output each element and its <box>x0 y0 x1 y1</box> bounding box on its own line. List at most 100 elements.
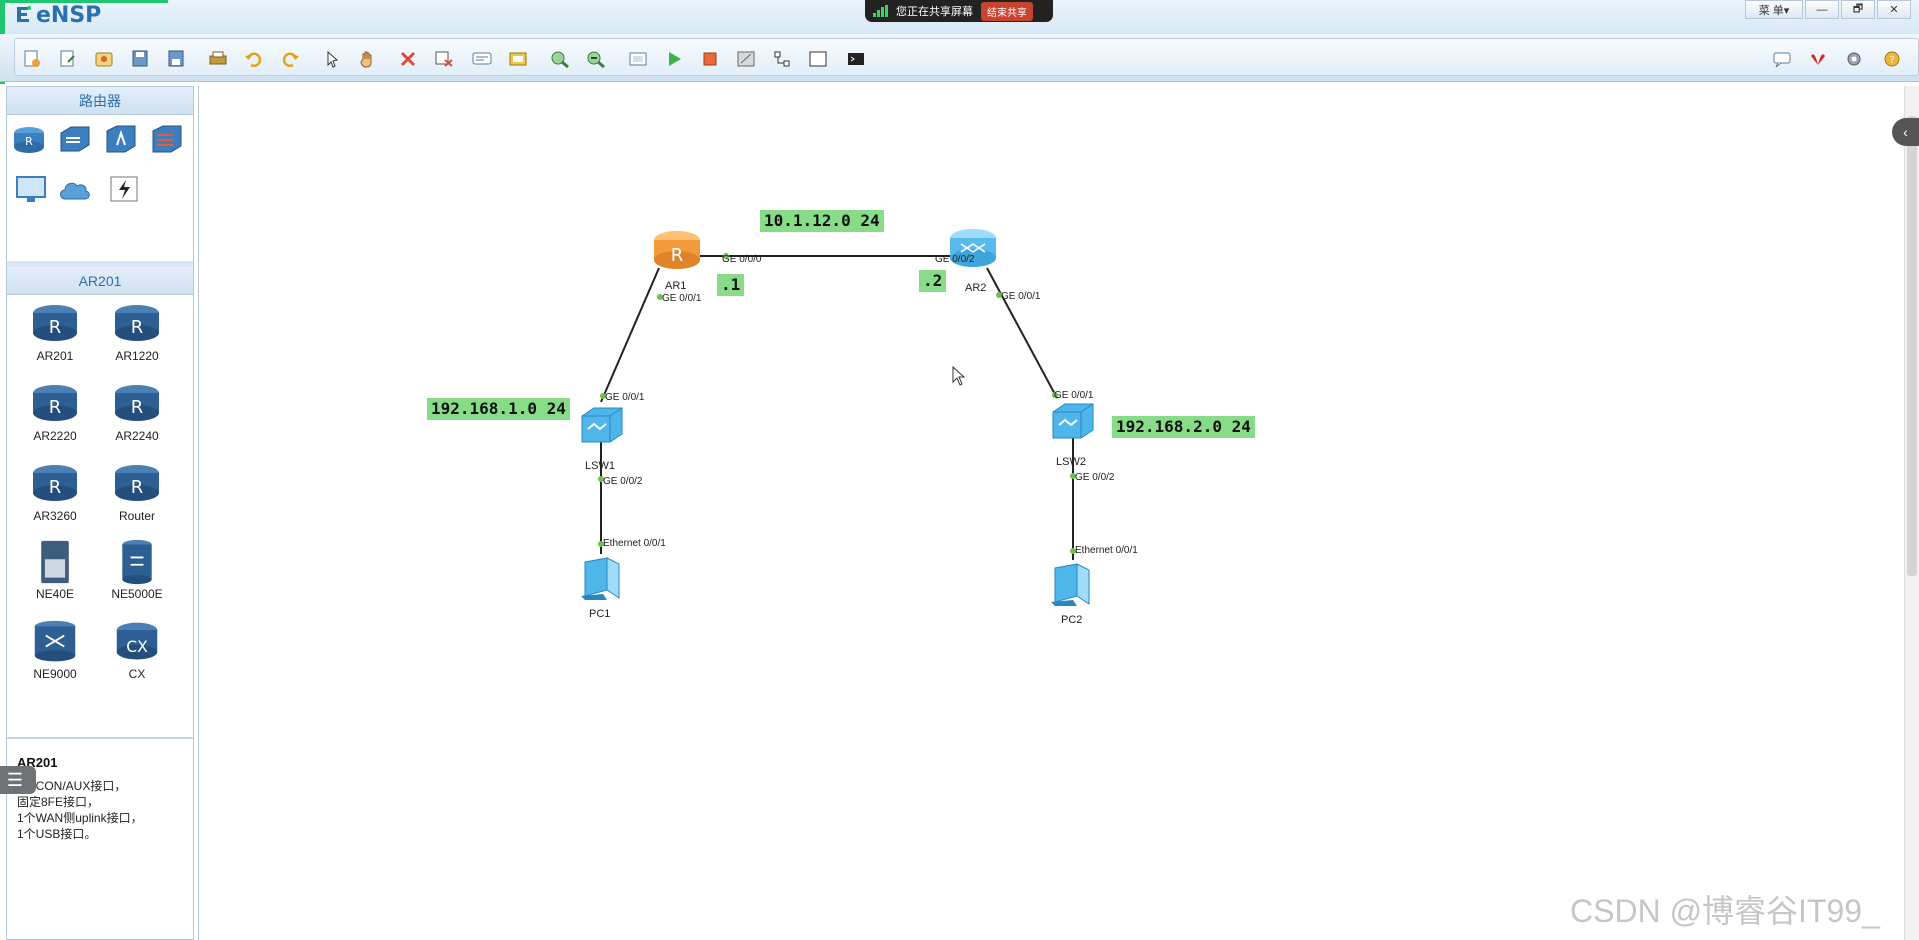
scrollbar-thumb[interactable] <box>1907 116 1917 576</box>
menu-button[interactable]: 菜 单▾ <box>1745 0 1803 19</box>
device-ne5000e[interactable]: NE5000E <box>95 539 179 615</box>
new-topology-icon[interactable] <box>21 49 43 69</box>
ip-label-ar1[interactable]: .1 <box>717 274 745 296</box>
switch-lsw1-icon[interactable] <box>578 404 626 453</box>
share-highlight-border-top <box>0 0 168 3</box>
device-cx[interactable]: CX CX <box>95 619 179 695</box>
device-ar2240[interactable]: R AR2240 <box>95 381 179 457</box>
text-note-icon[interactable] <box>471 49 493 69</box>
port-label: GE 0/0/1 <box>1001 291 1041 302</box>
redo-icon[interactable] <box>279 49 301 69</box>
lsw1-label: LSW1 <box>585 460 615 472</box>
huawei-icon[interactable] <box>1807 49 1829 69</box>
network-label-lan1[interactable]: 192.168.1.0 24 <box>427 398 570 420</box>
topology-canvas[interactable]: R AR1 AR2 LSW1 LSW2 PC1 PC2 10.1.12.0 24… <box>198 86 1904 940</box>
display-grid-icon[interactable] <box>807 49 829 69</box>
device-info-panel: AR201 1个CON/AUX接口， 固定8FE接口， 1个WAN侧uplink… <box>7 737 193 939</box>
ensp-logo-icon <box>17 6 31 22</box>
vertical-scrollbar[interactable] <box>1904 86 1919 940</box>
device-label: NE9000 <box>33 667 77 681</box>
port-label: GE 0/0/2 <box>935 254 975 265</box>
pc2-label: PC2 <box>1061 614 1083 626</box>
other-devices-icon[interactable] <box>107 173 143 207</box>
device-info-line: 1个WAN侧uplink接口， <box>17 811 143 825</box>
device-ne9000[interactable]: NE9000 <box>13 619 97 695</box>
port-label: GE 0/0/1 <box>662 293 702 304</box>
link-ar2-lsw2[interactable] <box>986 267 1058 399</box>
delete-connection-icon[interactable] <box>433 49 455 69</box>
end-share-button[interactable]: 结束共享 <box>981 1 1033 21</box>
pc1-icon[interactable] <box>577 556 627 609</box>
start-device-icon[interactable] <box>663 49 685 69</box>
port-label: Ethernet 0/0/1 <box>1075 545 1138 556</box>
network-label-lan2[interactable]: 192.168.2.0 24 <box>1112 416 1255 438</box>
wlan-category-icon[interactable] <box>103 123 139 157</box>
undo-icon[interactable] <box>243 49 265 69</box>
router-ar1-icon[interactable]: R <box>651 228 703 279</box>
device-palette: 路由器 R AR201 R AR201 R AR1220 <box>6 86 194 940</box>
palette-divider <box>7 261 193 267</box>
save-icon[interactable] <box>129 49 151 69</box>
minimize-button[interactable]: — <box>1805 0 1839 19</box>
zoom-out-icon[interactable] <box>585 49 607 69</box>
firewall-category-icon[interactable] <box>149 123 185 157</box>
device-label: AR1220 <box>115 349 159 363</box>
fit-icon[interactable] <box>627 49 649 69</box>
terminal-category-icon[interactable] <box>13 173 49 207</box>
device-ar2220[interactable]: R AR2220 <box>13 381 97 457</box>
palette-icon[interactable] <box>507 49 529 69</box>
new-example-icon[interactable] <box>57 49 79 69</box>
switch-category-icon[interactable] <box>57 123 93 157</box>
topology-icon[interactable] <box>771 49 793 69</box>
comment-icon[interactable] <box>1771 49 1793 69</box>
open-icon[interactable] <box>93 49 115 69</box>
stop-device-icon[interactable] <box>699 49 721 69</box>
svg-text:R: R <box>49 317 62 338</box>
device-ar3260[interactable]: R AR3260 <box>13 461 97 537</box>
svg-text:R: R <box>131 477 144 498</box>
device-ne40e[interactable]: NE40E <box>13 539 97 615</box>
mouse-cursor-icon <box>952 366 966 386</box>
device-ar1220[interactable]: R AR1220 <box>95 301 179 377</box>
help-icon[interactable]: ? <box>1881 49 1903 69</box>
port-label: GE 0/0/2 <box>1075 472 1115 483</box>
svg-text:CX: CX <box>126 637 148 656</box>
settings-icon[interactable] <box>1843 49 1865 69</box>
router-category-icon[interactable]: R <box>11 123 47 157</box>
app-title-text: eNSP <box>36 3 102 28</box>
pan-hand-icon[interactable] <box>357 49 379 69</box>
restore-button[interactable]: 🗗 <box>1841 0 1875 19</box>
device-ar201[interactable]: R AR201 <box>13 301 97 377</box>
pc2-icon[interactable] <box>1047 562 1097 615</box>
watermark: CSDN @博睿谷IT99_ <box>1570 893 1880 929</box>
capture-icon[interactable] <box>735 49 757 69</box>
device-label: AR201 <box>36 349 74 363</box>
switch-lsw2-icon[interactable] <box>1049 400 1097 449</box>
cloud-category-icon[interactable] <box>57 173 93 207</box>
close-button[interactable]: ✕ <box>1877 0 1911 19</box>
network-label-wan[interactable]: 10.1.12.0 24 <box>760 210 884 232</box>
print-icon[interactable] <box>207 49 229 69</box>
lsw2-label: LSW2 <box>1056 456 1086 468</box>
router-ar2-icon[interactable] <box>947 226 999 277</box>
ip-label-ar2[interactable]: .2 <box>919 270 947 292</box>
zoom-in-icon[interactable] <box>549 49 571 69</box>
collapse-panel-icon[interactable]: ‹ <box>1892 118 1919 146</box>
device-header: AR201 <box>7 267 193 295</box>
app-title: eNSP <box>14 3 101 28</box>
save-as-icon[interactable] <box>165 49 187 69</box>
console-icon[interactable] <box>845 49 867 69</box>
port-label: Ethernet 0/0/1 <box>603 538 666 549</box>
delete-icon[interactable] <box>397 49 419 69</box>
port-label: GE 0/0/1 <box>1054 390 1094 401</box>
device-router[interactable]: R Router <box>95 461 179 537</box>
svg-text:R: R <box>49 477 62 498</box>
link-ar1-lsw1[interactable] <box>600 267 660 403</box>
select-icon[interactable] <box>321 49 343 69</box>
device-label: NE40E <box>35 587 75 601</box>
svg-text:R: R <box>49 397 62 418</box>
screen-share-banner: 您正在共享屏幕 结束共享 <box>865 0 1053 22</box>
list-toggle-icon[interactable]: ☰ <box>0 766 36 794</box>
svg-text:R: R <box>25 135 33 148</box>
device-label: NE5000E <box>111 587 163 601</box>
